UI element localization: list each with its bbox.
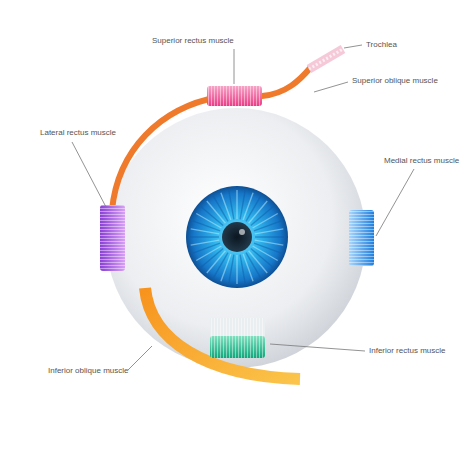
leader-lines [72, 45, 414, 370]
pupil [222, 222, 252, 252]
iris-ray [236, 255, 237, 284]
part-label: Inferior oblique muscle [48, 366, 128, 376]
stripes [207, 86, 262, 106]
part-label: Medial rectus muscle [384, 156, 459, 166]
trochlea-stripes [309, 49, 343, 69]
superior-rectus-band [207, 86, 262, 106]
part-label: Superior rectus muscle [152, 36, 234, 46]
trochlea-band [309, 49, 343, 69]
iris-ray [254, 243, 281, 253]
part-label: Inferior rectus muscle [369, 346, 445, 356]
iris-ray [236, 190, 237, 219]
stripes [100, 205, 125, 271]
pupil-highlight [239, 229, 245, 235]
iris-ray [221, 254, 231, 281]
stripes [349, 210, 374, 266]
iris-ray [214, 196, 229, 221]
iris-ray [246, 253, 261, 278]
iris-ray [253, 214, 278, 229]
iris-ray [240, 255, 245, 284]
superior-oblique-band [112, 67, 311, 210]
iris-ray [191, 240, 220, 245]
stripes [210, 318, 265, 358]
iris-ray [255, 229, 284, 234]
medial-rectus-band [349, 210, 374, 266]
iris-ray [255, 236, 284, 237]
part-label: Lateral rectus muscle [40, 128, 116, 138]
lateral-rectus-band [100, 205, 125, 271]
iris-ray [190, 236, 219, 237]
eyeball [106, 108, 366, 368]
inferior-oblique-band [145, 288, 300, 379]
iris-ray [229, 191, 234, 220]
iris-ray [193, 221, 220, 231]
iris-ray [196, 246, 221, 261]
part-label: Trochlea [366, 40, 397, 50]
iris-ray [243, 193, 253, 220]
part-label: Superior oblique muscle [352, 76, 438, 86]
iris [186, 186, 288, 288]
iris-rays [190, 190, 284, 284]
